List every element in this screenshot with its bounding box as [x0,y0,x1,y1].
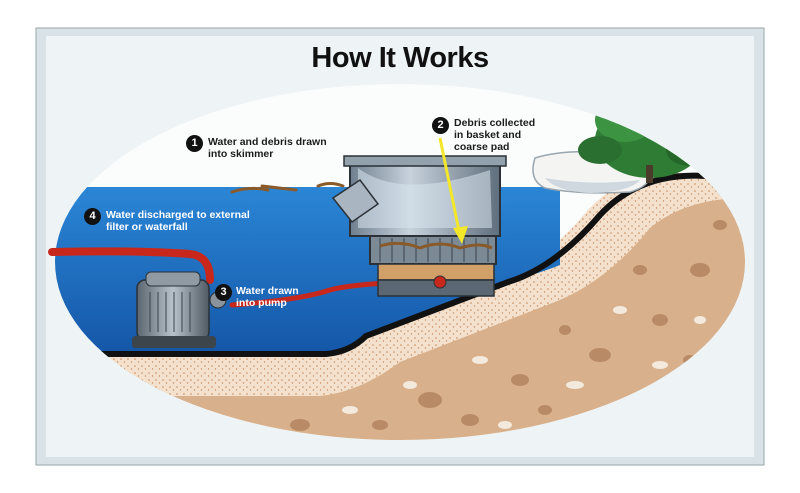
step-4-line2: filter or waterfall [106,221,188,233]
debris-basket [369,235,497,265]
soil-pebbles [342,306,706,429]
skimmer [331,155,507,297]
step-3-badge: 3 [215,284,232,301]
step-4-label: Water discharged to external filter or w… [106,209,250,233]
step-3-line1: Water drawn [236,285,299,297]
step-1-line2: into skimmer [208,148,274,160]
pointer-arrow [438,137,468,244]
step-2-label: Debris collected in basket and coarse pa… [454,117,535,153]
floating-debris [230,182,345,194]
step-1-badge: 1 [186,135,203,152]
discharge-pipe [48,247,214,284]
step-3-label: Water drawn into pump [236,285,299,309]
step-4-line1: Water discharged to external [106,209,250,221]
step-2-line3: coarse pad [454,141,510,153]
step-4-badge: 4 [84,208,101,225]
step-1-line1: Water and debris drawn [208,136,327,148]
step-1-label: Water and debris drawn into skimmer [208,136,327,160]
step-2-line1: Debris collected [454,117,536,129]
diagram-title: How It Works [311,42,489,74]
step-3-line2: into pump [236,297,287,309]
step-2-line2: in basket and [454,129,522,141]
pond-liner [55,172,745,357]
step-2-badge: 2 [432,117,449,134]
